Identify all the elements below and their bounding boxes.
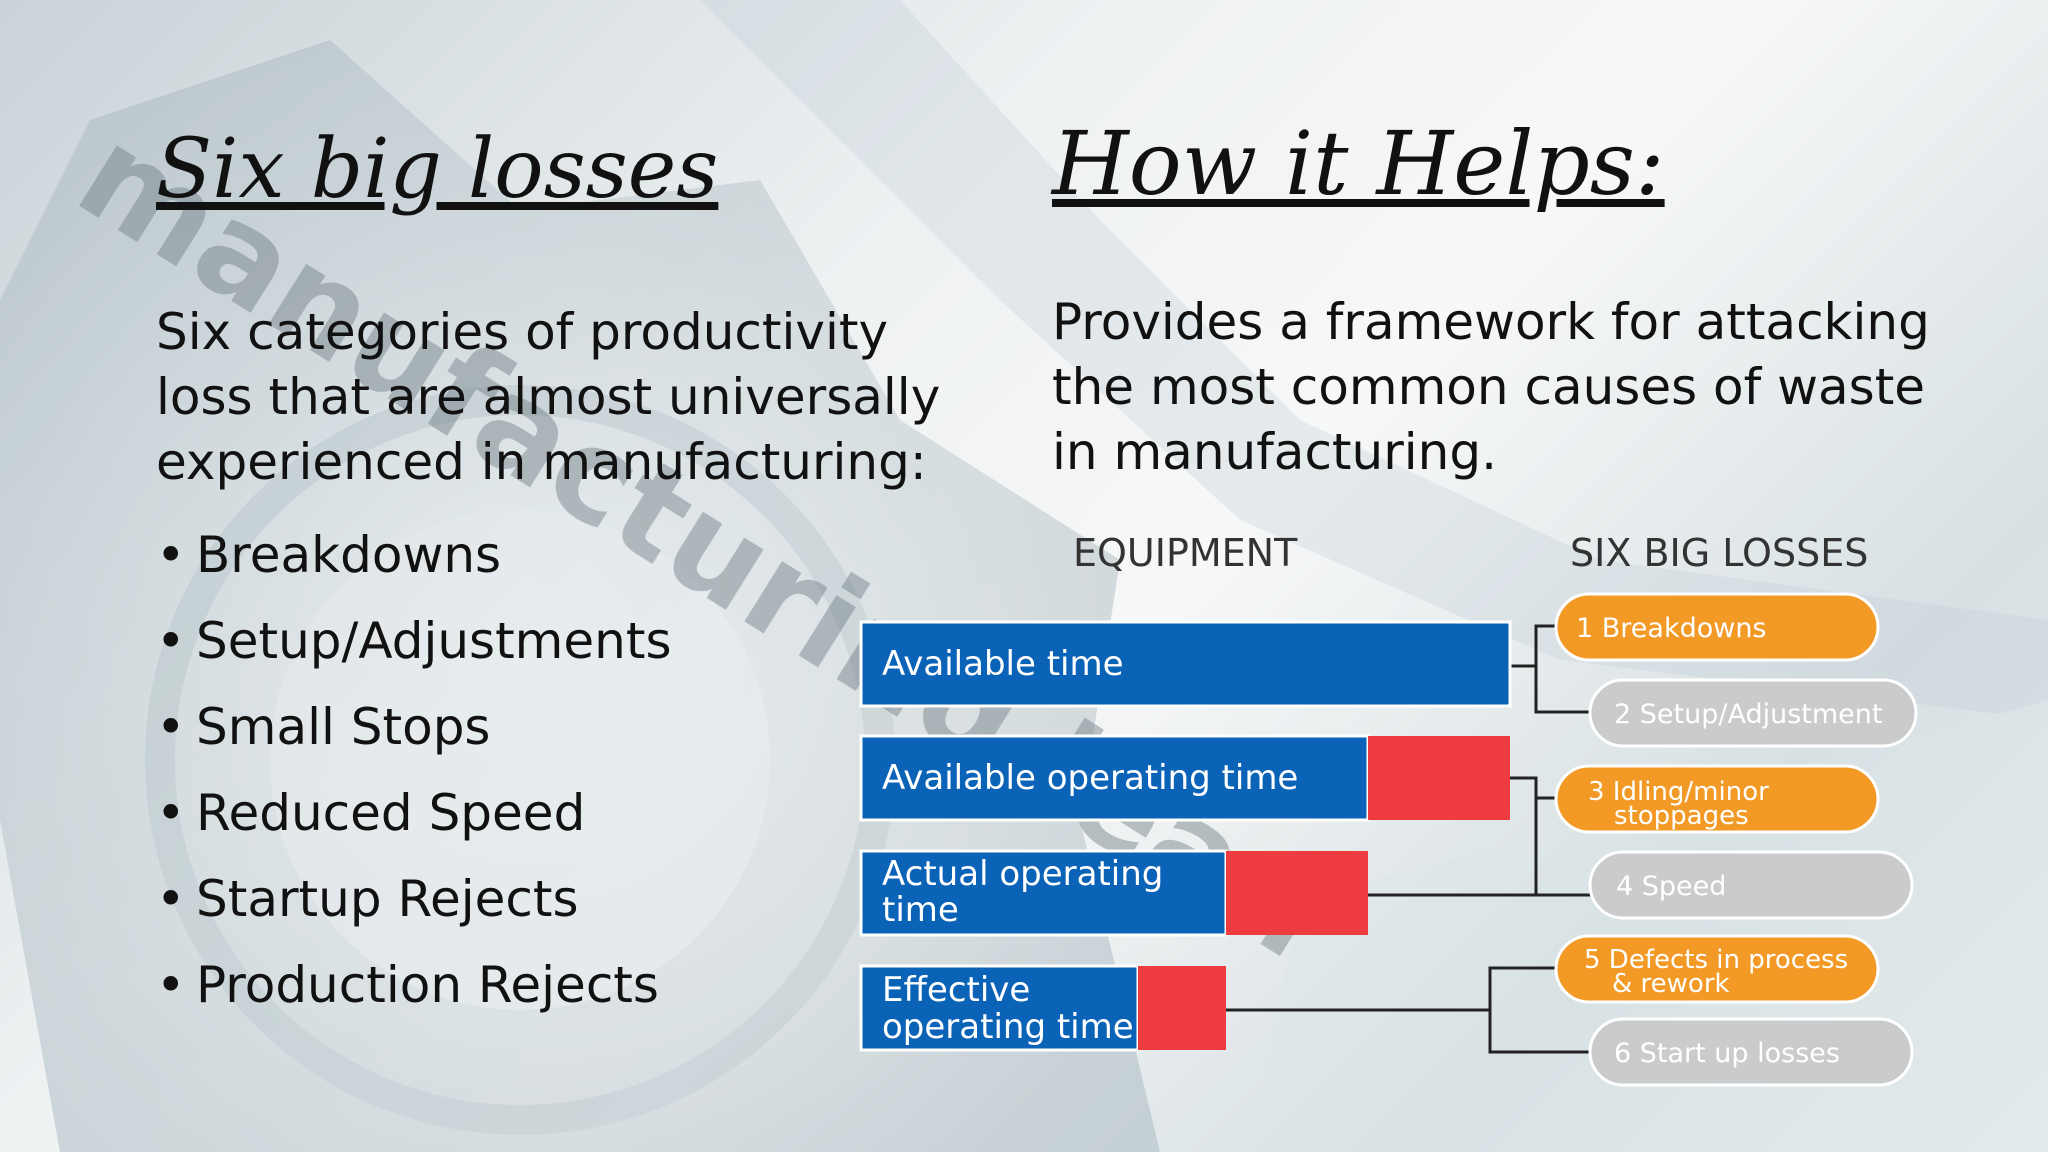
- loss-label: & rework: [1612, 969, 1730, 999]
- left-title: Six big losses: [156, 122, 719, 217]
- loss-label: stoppages: [1614, 801, 1749, 831]
- list-item: •Small Stops: [156, 684, 672, 770]
- connector-lines: [1226, 624, 1592, 1054]
- bar-available-time: Available time: [859, 620, 1512, 708]
- right-intro-text: Provides a framework for attacking the m…: [1052, 293, 1930, 481]
- bullet-icon: •: [156, 784, 186, 842]
- loss-segment: [1226, 851, 1368, 935]
- list-item: •Setup/Adjustments: [156, 598, 672, 684]
- loss-label: 3 Idling/minor: [1588, 777, 1769, 807]
- bullet-label: Production Rejects: [196, 956, 659, 1014]
- loss-label: 2 Setup/Adjustment: [1614, 699, 1882, 730]
- loss-pill-breakdowns: 1 Breakdowns: [1554, 592, 1880, 662]
- bar-label: Available operating time: [882, 758, 1298, 798]
- six-big-losses-diagram: EQUIPMENT SIX BIG LOSSES Available time …: [859, 531, 1918, 1087]
- bullet-icon: •: [156, 698, 186, 756]
- bullet-label: Setup/Adjustments: [196, 612, 672, 670]
- list-item: •Startup Rejects: [156, 856, 672, 942]
- bullet-label: Breakdowns: [196, 526, 502, 584]
- loss-label: 4 Speed: [1616, 871, 1726, 902]
- loss-pill-start-up-losses: 6 Start up losses: [1588, 1017, 1914, 1087]
- loss-bullet-list: •Breakdowns •Setup/Adjustments •Small St…: [156, 512, 672, 1028]
- bar-effective-operating-time: Effective operating time: [859, 964, 1226, 1052]
- bullet-label: Small Stops: [196, 698, 491, 756]
- bullet-label: Reduced Speed: [196, 784, 586, 842]
- loss-pill-idling-minor-stoppages: 3 Idling/minor stoppages: [1554, 764, 1880, 834]
- losses-header: SIX BIG LOSSES: [1570, 531, 1868, 575]
- bar-available-operating-time: Available operating time: [859, 734, 1510, 822]
- left-intro-text: Six categories of productivity loss that…: [156, 303, 941, 491]
- bar-label: time: [882, 890, 959, 930]
- list-item: •Breakdowns: [156, 512, 672, 598]
- loss-segment: [1138, 966, 1226, 1050]
- loss-segment: [1368, 736, 1510, 820]
- right-title: How it Helps:: [1052, 112, 1665, 215]
- loss-pill-setup-adjustment: 2 Setup/Adjustment: [1588, 678, 1918, 748]
- bullet-icon: •: [156, 612, 186, 670]
- bar-label: Effective: [882, 970, 1030, 1010]
- loss-label: 1 Breakdowns: [1576, 613, 1767, 644]
- loss-label: 6 Start up losses: [1614, 1038, 1840, 1069]
- list-item: •Reduced Speed: [156, 770, 672, 856]
- bullet-icon: •: [156, 956, 186, 1014]
- bullet-label: Startup Rejects: [196, 870, 579, 928]
- bar-label: operating time: [882, 1007, 1134, 1047]
- equipment-header: EQUIPMENT: [1073, 531, 1298, 575]
- bullet-icon: •: [156, 870, 186, 928]
- loss-pill-defects-rework: 5 Defects in process & rework: [1554, 934, 1880, 1004]
- bar-label: Actual operating: [882, 854, 1163, 894]
- loss-pill-speed: 4 Speed: [1588, 850, 1914, 920]
- loss-label: 5 Defects in process: [1584, 945, 1848, 975]
- bar-actual-operating-time: Actual operating time: [859, 849, 1368, 937]
- list-item: •Production Rejects: [156, 942, 672, 1028]
- bullet-icon: •: [156, 526, 186, 584]
- bar-label: Available time: [882, 644, 1124, 684]
